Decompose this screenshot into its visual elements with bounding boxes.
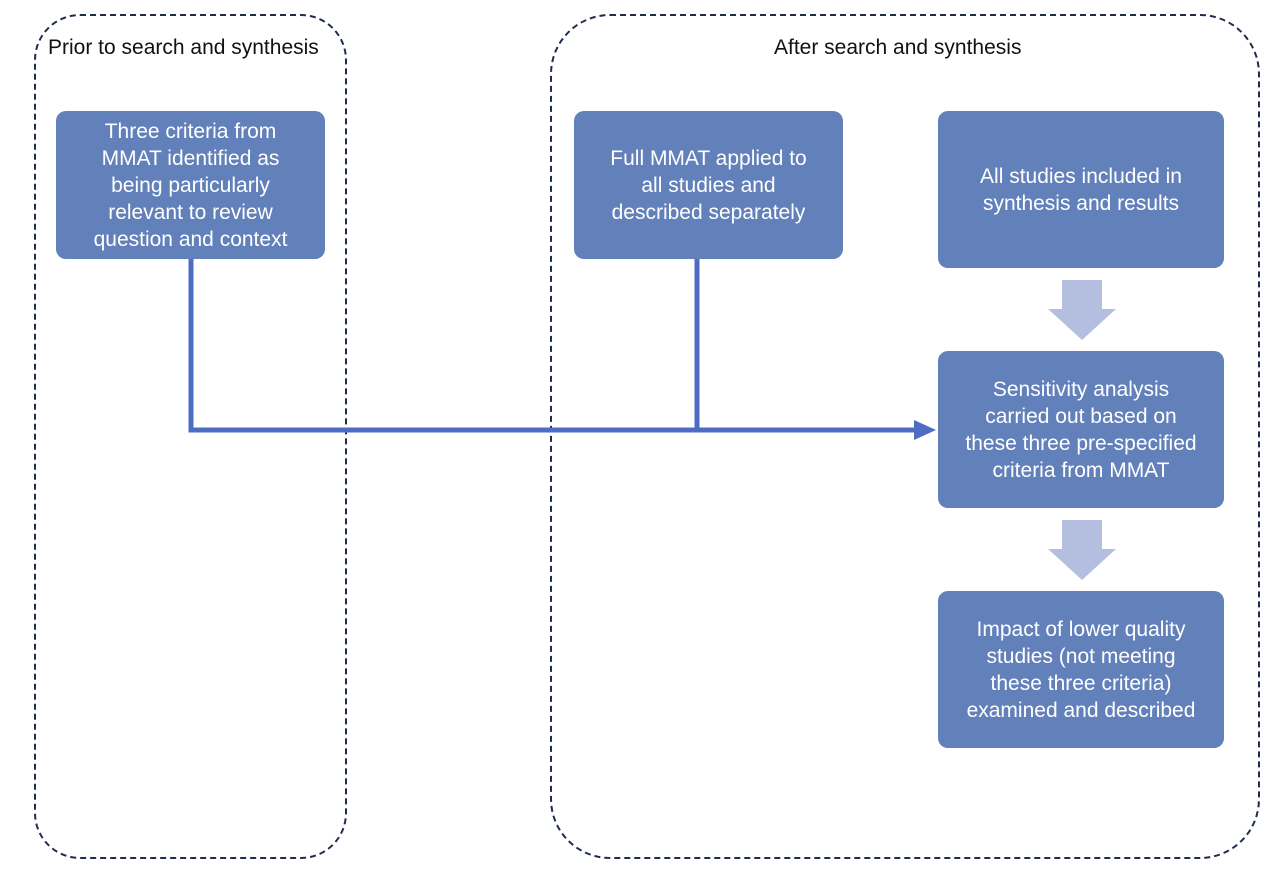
after-panel — [550, 14, 1260, 859]
connector-criteria-to-sensitivity — [188, 259, 918, 433]
prior-panel — [34, 14, 347, 859]
all-studies-box: All studies included in synthesis and re… — [938, 111, 1224, 268]
block-arrow-down-2 — [1048, 520, 1116, 580]
sensitivity-analysis-box: Sensitivity analysis carried out based o… — [938, 351, 1224, 508]
connector-arrowhead — [914, 420, 936, 440]
block-arrow-down-1 — [1048, 280, 1116, 340]
full-mmat-box: Full MMAT applied to all studies and des… — [574, 111, 843, 259]
after-panel-title: After search and synthesis — [774, 36, 1022, 59]
three-criteria-box: Three criteria from MMAT identified as b… — [56, 111, 325, 259]
prior-panel-title: Prior to search and synthesis — [48, 36, 319, 59]
impact-box: Impact of lower quality studies (not mee… — [938, 591, 1224, 748]
